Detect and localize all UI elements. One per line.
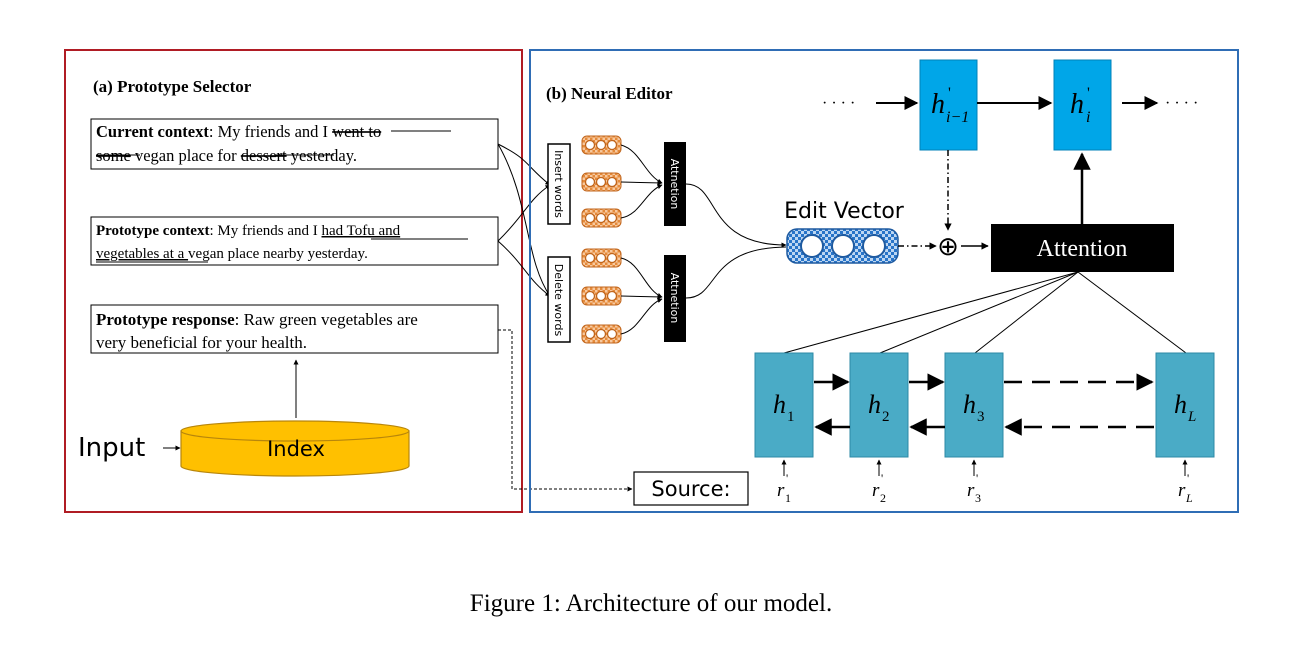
svg-text:': ' <box>1087 85 1090 102</box>
svg-text:1: 1 <box>787 409 795 425</box>
panel-a-title: (a) Prototype Selector <box>93 77 252 96</box>
struck-went-to: went to <box>332 122 381 141</box>
input-token-2: r <box>872 480 880 501</box>
svg-text:Delete words: Delete words <box>552 264 565 337</box>
edit-vector <box>786 228 899 264</box>
svg-text:h: h <box>868 390 881 419</box>
source-label: Source: <box>651 477 730 501</box>
word-vector-2 <box>581 172 622 192</box>
insert-words-block: Insert words <box>547 143 571 225</box>
prototype-response-label: Prototype response <box>96 310 235 329</box>
index-label: Index <box>267 437 325 461</box>
response-to-source-link <box>498 329 633 492</box>
panel-b-title: (b) Neural Editor <box>546 84 673 103</box>
svg-text:Prototype context: My friends: Prototype context: My friends and I had … <box>96 223 401 239</box>
prototype-context-box: Prototype context: My friends and I had … <box>90 216 499 266</box>
svg-text:2: 2 <box>882 409 890 425</box>
attention-label: Attention <box>1037 236 1128 262</box>
svg-text:h: h <box>773 390 786 419</box>
svg-text:1: 1 <box>785 491 791 505</box>
word-vector-3 <box>581 208 622 228</box>
word-vector-1 <box>581 135 622 155</box>
svg-text:i−1: i−1 <box>946 109 969 126</box>
svg-text:Attnetion: Attnetion <box>668 273 681 324</box>
prototype-context-label: Prototype context <box>96 223 209 239</box>
word-vector-4 <box>581 248 622 268</box>
decoder-hidden-prev: h ' i−1 <box>919 59 978 151</box>
source-box: Source: <box>633 471 749 506</box>
delete-attention-block: Attnetion <box>664 255 686 342</box>
svg-text:L: L <box>1185 491 1193 505</box>
svg-text:h: h <box>1070 89 1084 120</box>
trailing-dots: · · · · <box>1165 95 1198 112</box>
svg-text:some vegan place for dessert y: some vegan place for dessert yesterday. <box>96 146 357 165</box>
svg-text:2: 2 <box>880 491 886 505</box>
input-label: Input <box>78 433 145 463</box>
decoder-hidden-current: h ' i <box>1053 59 1112 151</box>
word-vector-6 <box>581 324 622 344</box>
word-vector-5 <box>581 286 622 306</box>
svg-text:': ' <box>881 471 883 485</box>
leading-dots: · · · · <box>822 95 855 112</box>
word-vectors <box>581 135 622 344</box>
svg-text:3: 3 <box>977 409 985 425</box>
svg-text:h: h <box>931 89 945 120</box>
svg-text:Prototype response: Raw green: Prototype response: Raw green vegetables… <box>96 310 418 329</box>
svg-text:': ' <box>786 471 788 485</box>
svg-text:h: h <box>963 390 976 419</box>
svg-text:': ' <box>976 471 978 485</box>
svg-text:vegetables at a vegan place ne: vegetables at a vegan place nearby yeste… <box>96 246 368 262</box>
prototype-response-box: Prototype response: Raw green vegetables… <box>90 304 499 354</box>
svg-text:very beneficial for your healt: very beneficial for your health. <box>96 333 307 352</box>
figure-caption: Figure 1: Architecture of our model. <box>470 590 832 617</box>
current-context-box: Current context: My friends and I went t… <box>90 118 499 170</box>
panel-b-frame <box>529 49 1239 513</box>
index-database: Index <box>180 420 410 477</box>
svg-text:': ' <box>1187 471 1189 485</box>
attention-fan-lines <box>783 271 1187 354</box>
input-token-1: r <box>777 480 785 501</box>
edit-vector-label: Edit Vector <box>784 199 905 224</box>
plus-icon: ⊕ <box>937 232 959 262</box>
encoder-arrows <box>814 373 1154 436</box>
svg-text:': ' <box>948 85 951 102</box>
context-connection-lines <box>497 143 551 297</box>
svg-text:Attnetion: Attnetion <box>668 159 681 210</box>
svg-text:Current context: My friends an: Current context: My friends and I went t… <box>96 122 381 141</box>
current-context-label: Current context <box>96 122 209 141</box>
input-token-3: r <box>967 480 975 501</box>
delete-words-block: Delete words <box>547 256 571 343</box>
word-to-attention-lines <box>620 144 787 335</box>
svg-text:i: i <box>1086 109 1090 126</box>
svg-text:Insert words: Insert words <box>552 150 565 218</box>
svg-text:3: 3 <box>975 491 981 505</box>
svg-text:L: L <box>1187 409 1196 425</box>
svg-text:h: h <box>1174 390 1187 419</box>
attention-block: Attention <box>991 224 1174 272</box>
insert-attention-block: Attnetion <box>664 142 686 226</box>
panel-a-frame <box>64 49 523 513</box>
input-token-L: r <box>1178 480 1186 501</box>
